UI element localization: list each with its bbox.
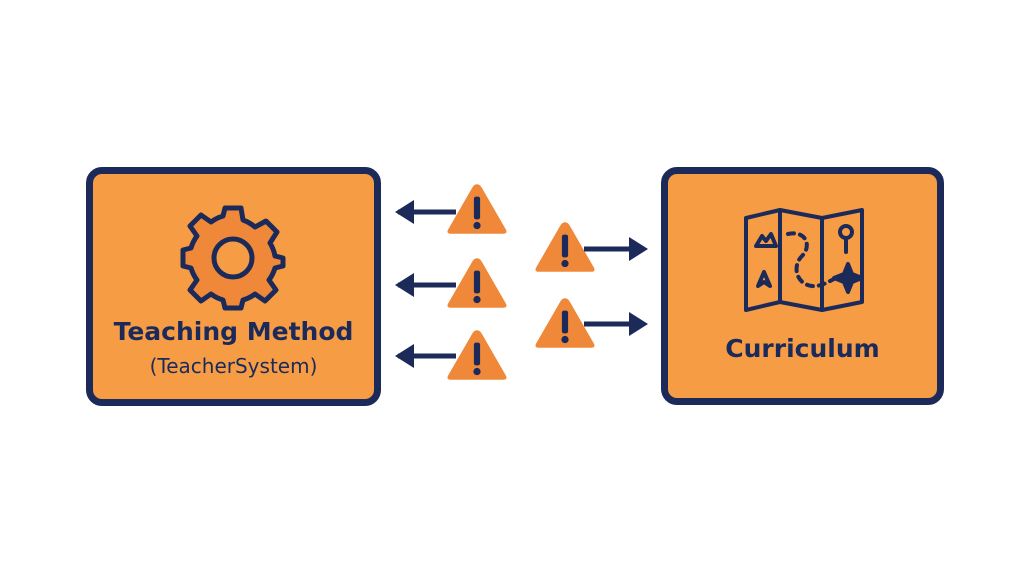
map-icon	[744, 208, 864, 312]
warning-icon	[447, 330, 507, 380]
gear-icon	[180, 205, 286, 311]
curriculum-box: Curriculum	[661, 167, 944, 405]
warning-icon	[447, 184, 507, 234]
arrow-to-teaching-method	[395, 200, 456, 224]
arrow-to-teaching-method	[395, 273, 456, 297]
arrow-to-teaching-method	[395, 344, 456, 368]
teaching-method-box: Teaching Method (TeacherSystem)	[86, 167, 381, 406]
warning-icon	[447, 258, 507, 308]
arrow-to-curriculum	[584, 312, 648, 336]
arrow-to-curriculum	[584, 237, 648, 261]
teaching-method-title: Teaching Method	[113, 317, 354, 346]
teaching-method-subtitle: (TeacherSystem)	[149, 354, 318, 378]
curriculum-title: Curriculum	[725, 334, 880, 363]
